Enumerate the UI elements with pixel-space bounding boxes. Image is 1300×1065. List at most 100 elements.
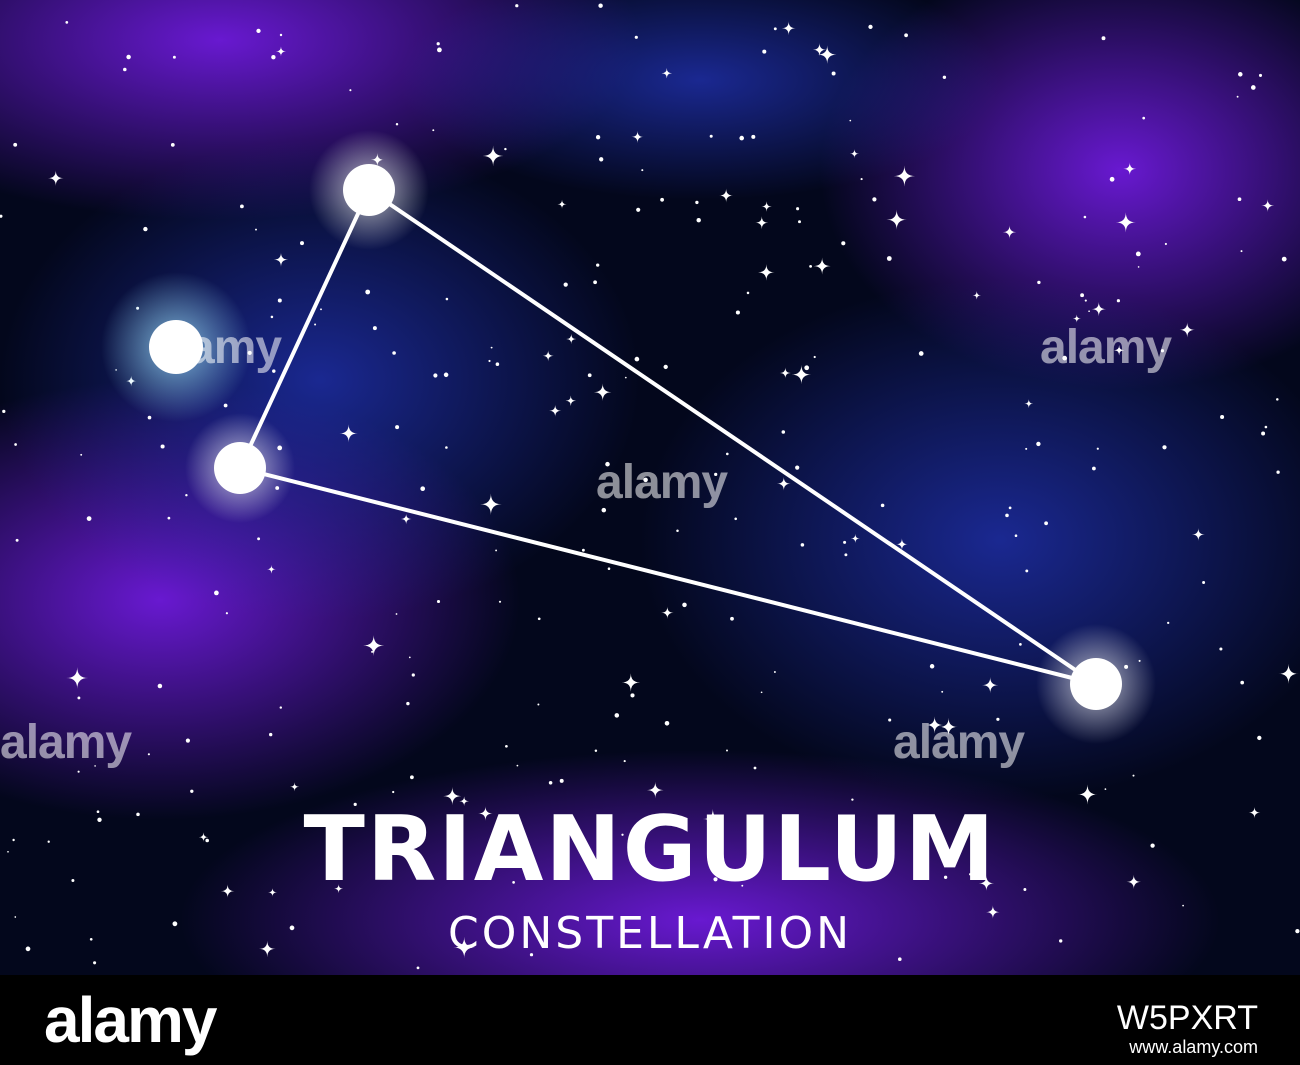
constellation-title: TRIANGULUM <box>303 797 997 902</box>
tiny-star <box>969 873 972 876</box>
tiny-star <box>621 833 624 836</box>
tiny-star <box>1261 431 1266 436</box>
tiny-star <box>365 289 371 295</box>
tiny-star <box>843 540 847 544</box>
tiny-star <box>1257 735 1262 741</box>
tiny-star <box>25 946 31 952</box>
sparkle-star-icon <box>334 884 344 894</box>
tiny-star <box>1062 355 1068 361</box>
sparkle-star-icon <box>850 533 860 543</box>
tiny-star <box>1005 513 1009 518</box>
tiny-star <box>904 33 908 38</box>
tiny-star <box>1025 447 1028 450</box>
watermark: alamy <box>1040 321 1172 374</box>
tiny-star <box>86 516 92 521</box>
tiny-star <box>559 778 564 783</box>
star-alpha-icon <box>309 130 429 250</box>
sparkle-star-icon <box>1123 162 1137 176</box>
tiny-star <box>1150 843 1155 848</box>
tiny-star <box>225 612 228 615</box>
tiny-star <box>432 129 435 132</box>
tiny-star <box>1116 299 1120 303</box>
tiny-star <box>80 453 83 456</box>
tiny-star <box>594 749 598 752</box>
tiny-star <box>1219 647 1223 651</box>
sparkle-star-icon <box>1113 345 1125 356</box>
sparkle-star-icon <box>1002 225 1017 240</box>
tiny-star <box>495 549 498 552</box>
sparkle-star-icon <box>849 149 859 159</box>
sparkle-star-icon <box>719 188 734 203</box>
tiny-star <box>1036 441 1041 447</box>
tiny-star <box>314 323 317 326</box>
tiny-star <box>529 953 534 957</box>
tiny-star <box>1236 95 1239 98</box>
tiny-star <box>1240 680 1245 685</box>
tiny-star <box>1202 581 1206 584</box>
tiny-star <box>94 765 96 767</box>
sparkle-star-icon <box>1024 399 1034 408</box>
tiny-star <box>726 749 728 752</box>
constellation-stars <box>101 130 1156 744</box>
tiny-star <box>868 24 873 30</box>
tiny-star <box>1037 280 1041 285</box>
footer-bar: alamy W5PXRT www.alamy.com <box>0 975 1300 1065</box>
tiny-star <box>798 220 801 224</box>
tiny-star <box>123 67 127 72</box>
sparkle-star-icon <box>631 130 644 143</box>
sparkle-star-icon <box>273 252 289 267</box>
tiny-star <box>1162 445 1167 450</box>
sparkle-star-icon <box>893 165 915 187</box>
tiny-star <box>320 308 322 311</box>
background-stars <box>0 3 1300 970</box>
tiny-star <box>417 861 421 864</box>
tiny-star <box>443 372 449 378</box>
tiny-star <box>498 600 502 603</box>
tiny-star <box>289 925 295 931</box>
sparkle-star-icon <box>661 67 673 79</box>
tiny-star <box>7 850 9 853</box>
tiny-star <box>65 21 69 24</box>
tiny-star <box>795 465 800 470</box>
tiny-star <box>942 75 947 80</box>
tiny-star <box>160 444 165 449</box>
tiny-star <box>300 241 304 246</box>
constellation-subtitle: CONSTELLATION <box>448 908 852 959</box>
footer-image-id: W5PXRT <box>1116 999 1258 1037</box>
tiny-star <box>190 789 194 793</box>
tiny-star <box>1101 36 1106 41</box>
tiny-star <box>1104 788 1107 790</box>
watermark: alamy <box>596 456 728 509</box>
tiny-star <box>504 147 507 151</box>
sparkle-star-icon <box>986 905 1000 919</box>
tiny-star <box>279 706 282 709</box>
footer-brand-logo: alamy <box>44 984 217 1056</box>
tiny-star <box>270 315 274 319</box>
tiny-star <box>410 775 414 780</box>
tiny-star <box>371 650 374 653</box>
tiny-star <box>0 214 3 218</box>
tiny-star <box>488 359 491 363</box>
sparkle-star-icon <box>198 832 209 842</box>
sparkle-star-icon <box>549 404 562 417</box>
sparkle-star-icon <box>363 635 385 657</box>
tiny-star <box>1019 643 1022 646</box>
tiny-star <box>1059 939 1063 943</box>
sparkle-star-icon <box>482 145 504 167</box>
tiny-star <box>762 49 767 54</box>
tiny-star <box>614 713 620 718</box>
sparkle-star-icon <box>1179 322 1195 338</box>
tiny-star <box>851 798 854 801</box>
tiny-star <box>634 356 640 362</box>
sparkle-star-icon <box>1278 663 1299 684</box>
tiny-star <box>599 157 604 162</box>
tiny-star <box>734 517 737 521</box>
sparkle-star-icon <box>1126 874 1142 890</box>
star-cyan-icon <box>101 272 251 422</box>
tiny-star <box>696 217 701 223</box>
tiny-star <box>746 291 750 295</box>
sparkle-star-icon <box>400 513 412 525</box>
watermark: alamy <box>893 716 1025 769</box>
tiny-star <box>77 696 81 700</box>
sparkle-star-icon <box>972 291 981 300</box>
